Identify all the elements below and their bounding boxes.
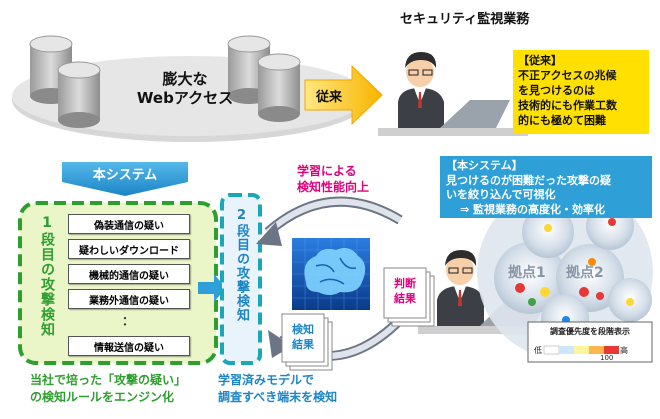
- legacy-note: 【従来】 不正アクセスの兆候 を見つけるのは 技術的にも作業工数 的にも極めて困…: [513, 50, 649, 134]
- detection-line1: 検知: [292, 323, 314, 336]
- server-cylinder-icons: [29, 35, 301, 128]
- new-system-heading: 【本システム】: [446, 159, 523, 172]
- priority-legend-low: 低: [534, 346, 542, 355]
- priority-legend-high: 高: [620, 346, 628, 355]
- rule-item: 偽装通信の疑い: [68, 214, 190, 234]
- judgment-line1: 判断: [394, 277, 416, 290]
- legacy-note-line: 不正アクセスの兆候: [518, 69, 617, 82]
- system-label-shape: [62, 162, 188, 196]
- judgment-document-icon: [383, 267, 435, 327]
- rule-item: 機械的通信の疑い: [68, 264, 190, 284]
- legacy-note-line: 技術的にも作業工数: [518, 99, 617, 112]
- new-system-note: 【本システム】 見つけるのが困難だった攻撃の疑 いを絞り込んで可視化 ⇒ 監視業…: [440, 156, 652, 218]
- bubble-label-point2: 拠点2: [566, 265, 604, 281]
- stage1-caption: 当社で培った「攻撃の疑い」 の検知ルールをエンジン化: [30, 372, 186, 406]
- bubble-label-point1: 拠点1: [508, 265, 546, 281]
- priority-legend-value: 100: [600, 354, 614, 362]
- system-label: 本システム: [92, 168, 158, 183]
- web-access-line1: 膨大な: [162, 70, 208, 88]
- rule-ellipsis: ：: [121, 314, 134, 328]
- web-access-line2: Webアクセス: [136, 89, 234, 107]
- stage2-box: [220, 193, 262, 365]
- new-system-line: ⇒ 監視業務の高度化・効率化: [460, 202, 606, 216]
- detection-line2: 結果: [292, 338, 314, 351]
- operator-person-icon-top: [378, 52, 528, 136]
- stage1-caption-line2: の検知ルールをエンジン化: [30, 390, 175, 404]
- stage1-caption-line1: 当社で培った「攻撃の疑い」: [30, 373, 187, 387]
- rule-item: 業務外通信の疑い: [68, 289, 190, 309]
- judgment-line2: 結果: [394, 292, 416, 305]
- stage2-caption: 学習済みモデルで 調査すべき端末を検知: [218, 372, 337, 406]
- detection-result-label: 検知 結果: [284, 322, 322, 352]
- priority-legend-title: 調査優先度を段階表示: [550, 327, 630, 336]
- rule-item: 疑わしいダウンロード: [68, 239, 190, 259]
- conventional-label: 従来: [316, 90, 343, 105]
- learning-label-line2: 検知性能向上: [297, 180, 370, 194]
- learning-label-line1: 学習による: [297, 164, 357, 178]
- learning-label: 学習による 検知性能向上: [297, 163, 369, 195]
- judgment-result-label: 判断 結果: [386, 276, 424, 306]
- stage1-to-stage2-arrow: [198, 274, 226, 302]
- new-system-line: 見つけるのが困難だった攻撃の疑: [446, 173, 611, 187]
- detection-document-icon: [281, 313, 333, 371]
- header-title: セキュリティ監視業務: [400, 12, 530, 27]
- ai-brain-icon: [292, 238, 370, 310]
- conventional-arrow: [304, 64, 383, 126]
- legacy-note-line: を見つけるのは: [518, 84, 595, 97]
- stage2-title: 2段目の攻撃検知: [234, 208, 249, 322]
- priority-legend: [527, 321, 653, 363]
- bubble-visualization: [477, 184, 653, 360]
- legacy-note-heading: 【従来】: [518, 54, 562, 67]
- stage2-caption-line2: 調査すべき端末を検知: [218, 390, 338, 404]
- stage1-title: 1段目の攻撃検知: [39, 215, 55, 337]
- new-system-line: いを絞り込んで可視化: [446, 188, 556, 201]
- stage2-caption-line1: 学習済みモデルで: [218, 373, 315, 387]
- legacy-note-line: 的にも極めて困難: [518, 114, 606, 127]
- rule-item: 情報送信の疑い: [68, 336, 190, 356]
- web-access-label: 膨大な Webアクセス: [120, 70, 250, 108]
